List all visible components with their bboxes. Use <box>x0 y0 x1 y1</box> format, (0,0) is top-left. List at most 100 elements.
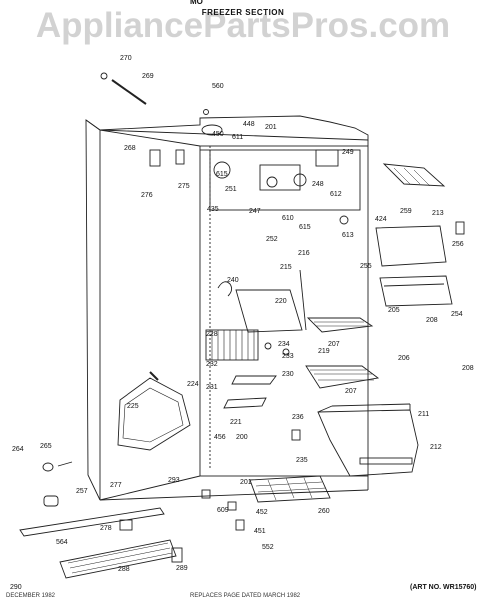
wire-shelf-upper <box>306 317 374 333</box>
evaporator-cover <box>209 149 361 211</box>
part-label-269: 269 <box>142 73 154 80</box>
thermostat-icon <box>213 161 231 179</box>
ice-chute <box>379 275 453 307</box>
fan-motor-icon <box>293 173 307 187</box>
part-label-265: 265 <box>40 443 52 450</box>
part-label-252: 252 <box>266 236 278 243</box>
shelf-rail-upper <box>231 375 277 385</box>
leveling-cap <box>42 462 54 472</box>
replaces-fragment: REPLACES PAGE DATED MARCH 1982 <box>190 593 301 599</box>
cabinet-top <box>85 115 369 141</box>
part-label-224: 224 <box>187 381 199 388</box>
part-label-215: 215 <box>280 264 292 271</box>
part-label-208: 208 <box>462 365 474 372</box>
date-fragment: DECEMBER 1982 <box>6 593 56 599</box>
part-label-248: 248 <box>312 181 324 188</box>
part-label-278: 278 <box>100 525 112 532</box>
part-label-219: 219 <box>318 348 330 355</box>
watermark-text: AppliancePartsPros.com <box>35 6 451 45</box>
bottom-hinge <box>171 547 183 563</box>
part-label-564: 564 <box>56 539 68 546</box>
evaporator-coil <box>205 329 259 361</box>
part-label-610: 610 <box>282 215 294 222</box>
part-label-220: 220 <box>275 298 287 305</box>
part-label-288: 288 <box>118 566 130 573</box>
art-number: (ART NO. WR15760) <box>410 584 477 591</box>
cabinet-left-side <box>85 119 101 501</box>
part-label-234: 234 <box>278 341 290 348</box>
wire-harness-icon <box>217 281 233 297</box>
header-fragment: MO <box>190 0 203 6</box>
part-label-221: 221 <box>230 419 242 426</box>
part-label-435: 435 <box>207 206 219 213</box>
part-label-225: 225 <box>127 403 139 410</box>
part-label-231: 231 <box>206 384 218 391</box>
part-label-200: 200 <box>236 434 248 441</box>
drain-trough <box>235 289 303 333</box>
part-label-201: 201 <box>265 124 277 131</box>
toe-grille <box>59 539 177 579</box>
part-label-275: 275 <box>178 183 190 190</box>
part-label-235: 235 <box>296 457 308 464</box>
part-label-201: 201 <box>240 479 252 486</box>
part-label-206: 206 <box>398 355 410 362</box>
part-label-552: 552 <box>262 544 274 551</box>
part-label-257: 257 <box>76 488 88 495</box>
cabinet-back-wall <box>199 145 369 477</box>
part-label-277: 277 <box>110 482 122 489</box>
base-rail <box>19 507 165 537</box>
ice-tray <box>382 163 446 187</box>
part-label-230: 230 <box>282 371 294 378</box>
part-label-211: 211 <box>418 411 429 418</box>
part-label-615: 615 <box>299 224 311 231</box>
part-label-264: 264 <box>12 446 24 453</box>
hinge-bracket <box>119 519 133 531</box>
ice-maker-panel <box>375 225 447 267</box>
section-title: FREEZER SECTION <box>201 8 285 17</box>
part-label-268: 268 <box>124 145 136 152</box>
part-label-290: 290 <box>10 584 22 591</box>
part-label-236: 236 <box>292 414 304 421</box>
part-label-456: 456 <box>214 434 226 441</box>
part-label-615: 615 <box>216 171 228 178</box>
part-label-228: 228 <box>206 331 218 338</box>
part-label-259: 259 <box>400 208 412 215</box>
part-label-247: 247 <box>249 208 261 215</box>
part-label-452: 452 <box>256 509 268 516</box>
part-label-560: 560 <box>212 83 224 90</box>
part-label-293: 293 <box>168 477 180 484</box>
part-label-249: 249 <box>342 149 354 156</box>
part-label-212: 212 <box>430 444 442 451</box>
door-rack <box>117 377 191 451</box>
wire-shelf-middle <box>305 365 380 389</box>
part-label-240: 240 <box>227 277 239 284</box>
drain-pan <box>249 475 331 503</box>
part-label-276: 276 <box>141 192 153 199</box>
part-label-609: 609 <box>217 507 229 514</box>
part-label-216: 216 <box>298 250 310 257</box>
part-label-260: 260 <box>318 508 330 515</box>
roller-wheel <box>43 495 59 507</box>
part-label-251: 251 <box>225 186 237 193</box>
part-label-450: 450 <box>212 131 224 138</box>
part-label-254: 254 <box>451 311 463 318</box>
part-label-232: 232 <box>206 361 218 368</box>
part-label-448: 448 <box>243 121 255 128</box>
shelf-rail-lower <box>223 397 267 409</box>
part-label-255: 255 <box>360 263 372 270</box>
part-label-256: 256 <box>452 241 464 248</box>
part-label-424: 424 <box>375 216 387 223</box>
part-label-451: 451 <box>254 528 266 535</box>
part-label-270: 270 <box>120 55 132 62</box>
part-label-612: 612 <box>330 191 342 198</box>
part-label-207: 207 <box>345 388 357 395</box>
part-label-289: 289 <box>176 565 188 572</box>
part-label-207: 207 <box>328 341 340 348</box>
part-label-611: 611 <box>232 134 243 141</box>
part-label-205: 205 <box>388 307 400 314</box>
part-label-233: 233 <box>282 353 294 360</box>
part-label-613: 613 <box>342 232 354 239</box>
part-label-213: 213 <box>432 210 444 217</box>
